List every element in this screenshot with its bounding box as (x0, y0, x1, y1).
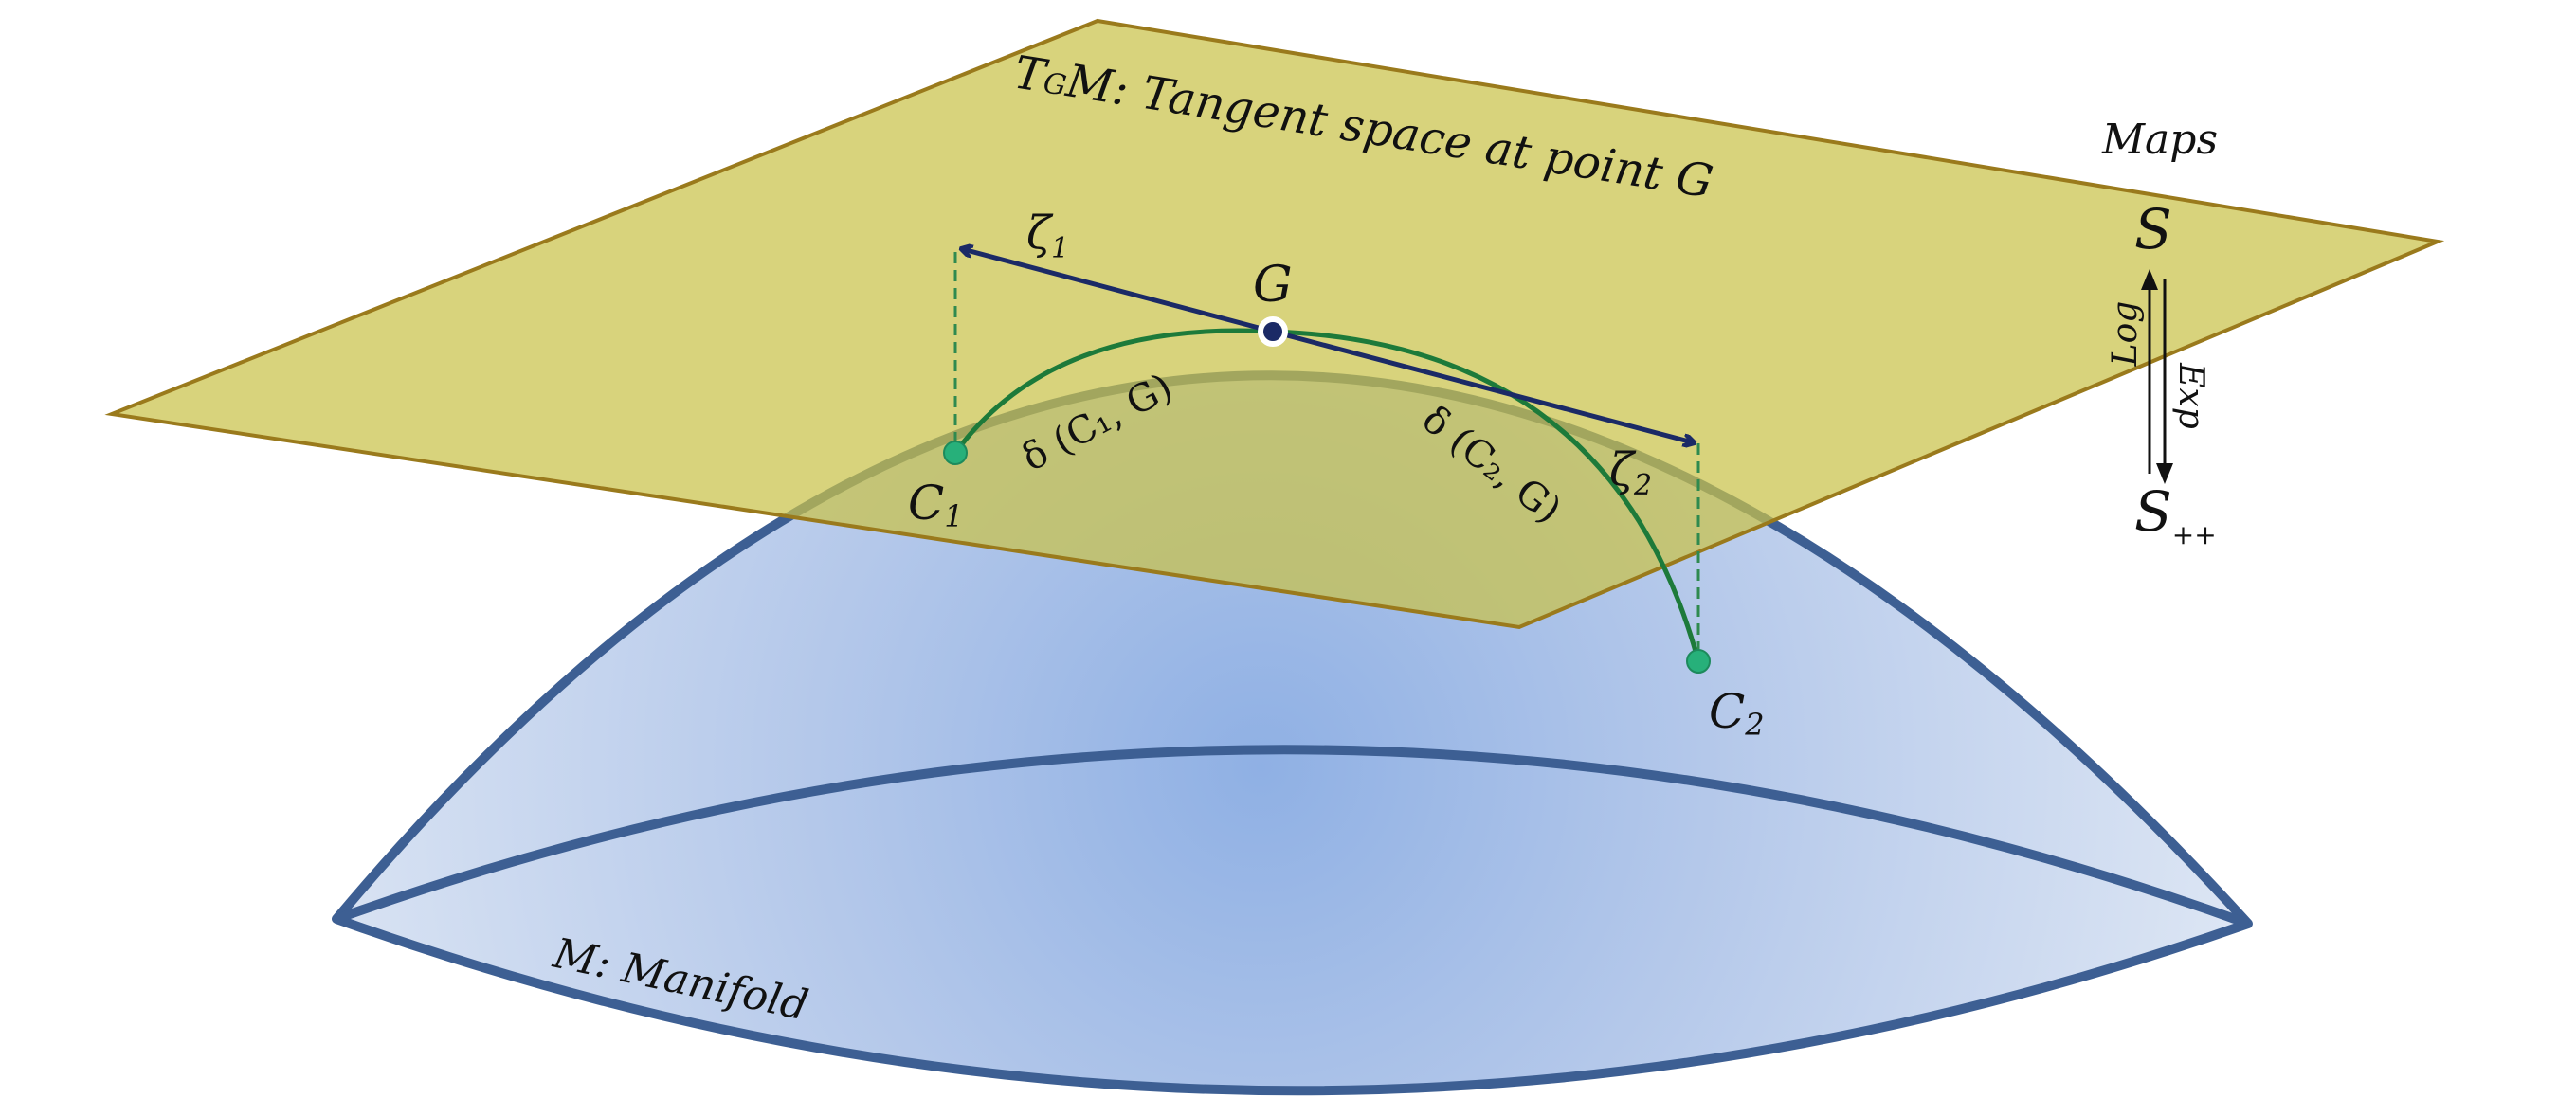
maps-symbol-s-pp: S++ (2134, 479, 2217, 550)
geodesic-c1-g (952, 328, 1274, 455)
label-zeta2: ζ2 (1609, 443, 1652, 502)
vector-zeta1 (963, 249, 1274, 334)
maps-title: Maps (2101, 116, 2218, 164)
log-label: Log (2106, 301, 2145, 368)
label-g: G (1253, 257, 1293, 314)
point-c1 (943, 441, 968, 465)
label-zeta1: ζ1 (1026, 207, 1069, 265)
maps-panel: Maps S S++ Log Exp (2101, 116, 2218, 550)
maps-symbol-s: S (2134, 197, 2172, 261)
geodesic-c2-g (1272, 329, 1701, 662)
vector-zeta2 (1272, 329, 1693, 442)
point-c2 (1686, 649, 1711, 674)
exp-label: Exp (2171, 362, 2210, 429)
manifold-rim-back (335, 745, 2250, 928)
label-c1: C1 (908, 476, 964, 534)
label-c2: C2 (1709, 684, 1765, 743)
point-g (1258, 316, 1288, 347)
